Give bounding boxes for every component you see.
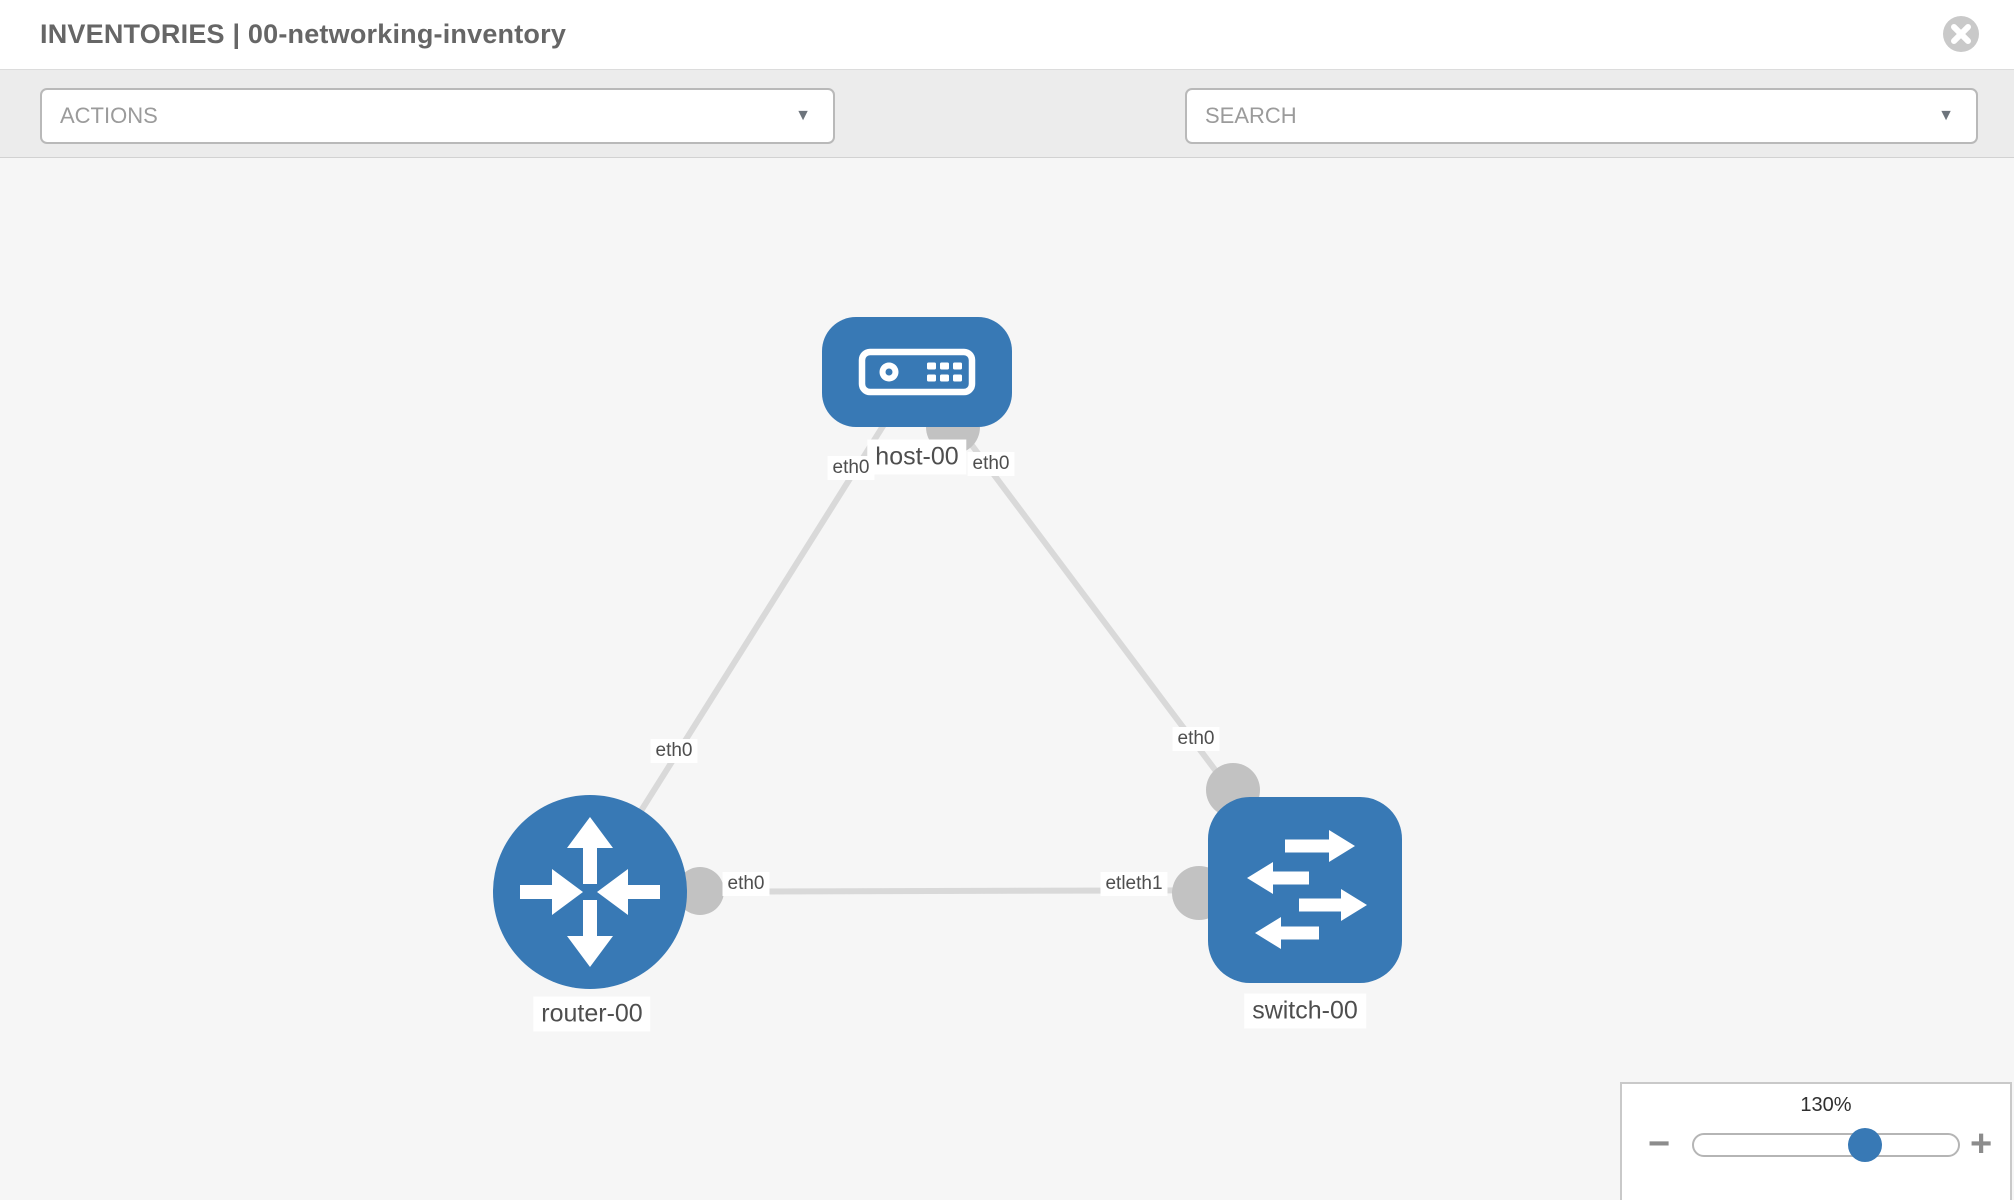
- interface-label: eth0: [827, 456, 875, 480]
- header-bar: INVENTORIES | 00-networking-inventory: [0, 0, 2014, 70]
- close-button[interactable]: [1942, 15, 1980, 53]
- topology-graph: [493, 317, 1402, 989]
- zoom-control-panel: 130% − +: [1620, 1082, 2012, 1200]
- router-icon: [520, 817, 660, 967]
- node-host-00[interactable]: [822, 317, 1012, 427]
- zoom-out-button[interactable]: −: [1648, 1123, 1671, 1165]
- page-title: INVENTORIES | 00-networking-inventory: [40, 19, 567, 49]
- host-icon: [858, 348, 976, 396]
- zoom-level-value: 130%: [1800, 1094, 1852, 1116]
- toolbar: ACTIONS ▼ SEARCH ▼: [0, 70, 2014, 202]
- node-label-host: host-00: [867, 439, 967, 475]
- node-router-00[interactable]: [493, 795, 687, 989]
- actions-dropdown[interactable]: ACTIONS ▼: [40, 88, 835, 144]
- interface-connector: [676, 867, 724, 915]
- switch-icon: [1247, 830, 1367, 949]
- interface-label: eth0: [650, 739, 698, 763]
- zoom-in-button[interactable]: +: [1970, 1123, 1993, 1165]
- interface-label: eth0: [722, 872, 770, 896]
- zoom-slider-track[interactable]: [1692, 1133, 1960, 1157]
- search-dropdown[interactable]: SEARCH ▼: [1185, 88, 1978, 144]
- search-dropdown-value: SEARCH: [1205, 103, 1297, 128]
- node-label-switch: switch-00: [1244, 993, 1366, 1029]
- interface-label: etleth1: [1100, 872, 1168, 896]
- interface-label: eth0: [967, 452, 1015, 476]
- node-switch-00[interactable]: [1208, 797, 1402, 983]
- caret-down-icon: ▼: [795, 107, 811, 124]
- caret-down-icon: ▼: [1938, 107, 1954, 124]
- zoom-slider-thumb[interactable]: [1848, 1128, 1882, 1162]
- actions-dropdown-value: ACTIONS: [60, 103, 158, 128]
- node-label-router: router-00: [533, 996, 651, 1032]
- interface-label: eth0: [1172, 727, 1220, 751]
- topology-canvas[interactable]: host-00 router-00 switch-00 eth0 eth0 et…: [0, 158, 2014, 1200]
- close-icon: [1943, 16, 1979, 52]
